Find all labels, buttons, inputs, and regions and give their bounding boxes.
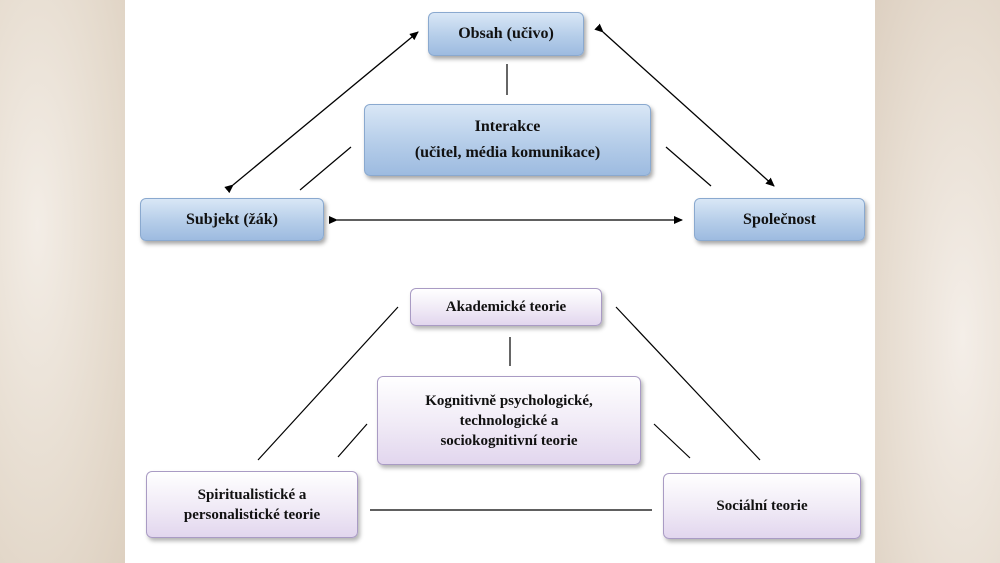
node-kognitivni-label-line1: Kognitivně psychologické, bbox=[425, 392, 593, 409]
line-akademicke-spiritualisticke bbox=[257, 306, 399, 461]
node-kognitivni-label-line2: technologické a bbox=[459, 412, 559, 429]
node-interakce: Interakce (učitel, média komunikace) bbox=[364, 104, 651, 176]
arrow-obsah-spolecnost bbox=[594, 23, 775, 187]
connector-interakce-spolecnost bbox=[665, 146, 712, 187]
connector-kognitivni-spiritualisticke bbox=[337, 423, 368, 458]
right-background-margin bbox=[875, 0, 1000, 563]
node-spolecnost-label: Společnost bbox=[743, 210, 816, 228]
node-akademicke-label: Akademické teorie bbox=[445, 299, 567, 315]
left-background-margin bbox=[0, 0, 125, 563]
node-interakce-label-line2: (učitel, média komunikace) bbox=[414, 144, 601, 161]
node-spiritualisticke: Spiritualistické a personalistické teori… bbox=[146, 471, 358, 538]
node-akademicke: Akademické teorie bbox=[410, 288, 602, 326]
node-spiritualisticke-label-line2: personalistické teorie bbox=[183, 506, 321, 523]
node-obsah: Obsah (učivo) bbox=[428, 12, 584, 56]
node-socialni-label: Sociální teorie bbox=[716, 498, 808, 514]
line-akademicke-socialni bbox=[615, 306, 761, 461]
node-obsah-label: Obsah (učivo) bbox=[458, 25, 554, 42]
node-kognitivni: Kognitivně psychologické, technologické … bbox=[377, 376, 641, 465]
node-spiritualisticke-label-line1: Spiritualistické a bbox=[197, 486, 307, 503]
connector-interakce-subjekt bbox=[299, 146, 352, 191]
node-subjekt: Subjekt (žák) bbox=[140, 198, 324, 241]
node-spolecnost: Společnost bbox=[694, 198, 865, 241]
node-socialni: Sociální teorie bbox=[663, 473, 861, 539]
node-subjekt-label: Subjekt (žák) bbox=[185, 210, 278, 228]
node-interakce-label-line1: Interakce bbox=[474, 118, 541, 135]
connector-kognitivni-socialni bbox=[653, 423, 691, 459]
node-kognitivni-label-line3: sociokognitivní teorie bbox=[440, 432, 578, 449]
arrow-subjekt-obsah bbox=[224, 31, 419, 194]
